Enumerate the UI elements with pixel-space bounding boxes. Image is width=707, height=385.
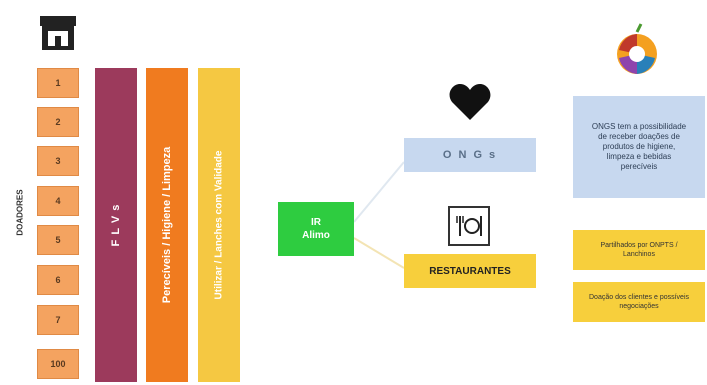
- donor-box: 100: [37, 349, 79, 379]
- hub-label: IR Alimo: [302, 217, 330, 241]
- category-column-flv: F L V s: [95, 68, 137, 382]
- restaurant-icon: [448, 206, 490, 246]
- donor-box: 6: [37, 265, 79, 295]
- donor-box: 7: [37, 305, 79, 335]
- donor-box: 1: [37, 68, 79, 98]
- ngos-box: O N G s: [404, 138, 536, 172]
- hub-box: IR Alimo: [278, 202, 354, 256]
- note-text: Partilhados por ONPTS / Lanchinos: [600, 242, 678, 258]
- restaurants-box: RESTAURANTES: [404, 254, 536, 288]
- note-box: Partilhados por ONPTS / Lanchinos: [573, 230, 705, 270]
- ngos-info-text: ONGS tem a possibilidade de receber doaç…: [591, 122, 687, 171]
- heart-icon: [448, 82, 492, 122]
- donor-box: 2: [37, 107, 79, 137]
- donor-box: 4: [37, 186, 79, 216]
- store-icon: [38, 14, 78, 52]
- note-text: Doação dos clientes e possíveis negociaç…: [589, 294, 689, 310]
- category-column-perishables: Perecíveis / Higiene / Limpeza: [146, 68, 188, 382]
- ngos-info-box: ONGS tem a possibilidade de receber doaç…: [573, 96, 705, 198]
- note-box: Doação dos clientes e possíveis negociaç…: [573, 282, 705, 322]
- fruit-logo-icon: [611, 22, 663, 78]
- category-column-snacks: Utilizar / Lanches com Validade: [198, 68, 240, 382]
- donor-box: 5: [37, 225, 79, 255]
- restaurants-label: RESTAURANTES: [429, 265, 511, 277]
- ngos-label: O N G s: [442, 149, 498, 161]
- donor-box: 3: [37, 146, 79, 176]
